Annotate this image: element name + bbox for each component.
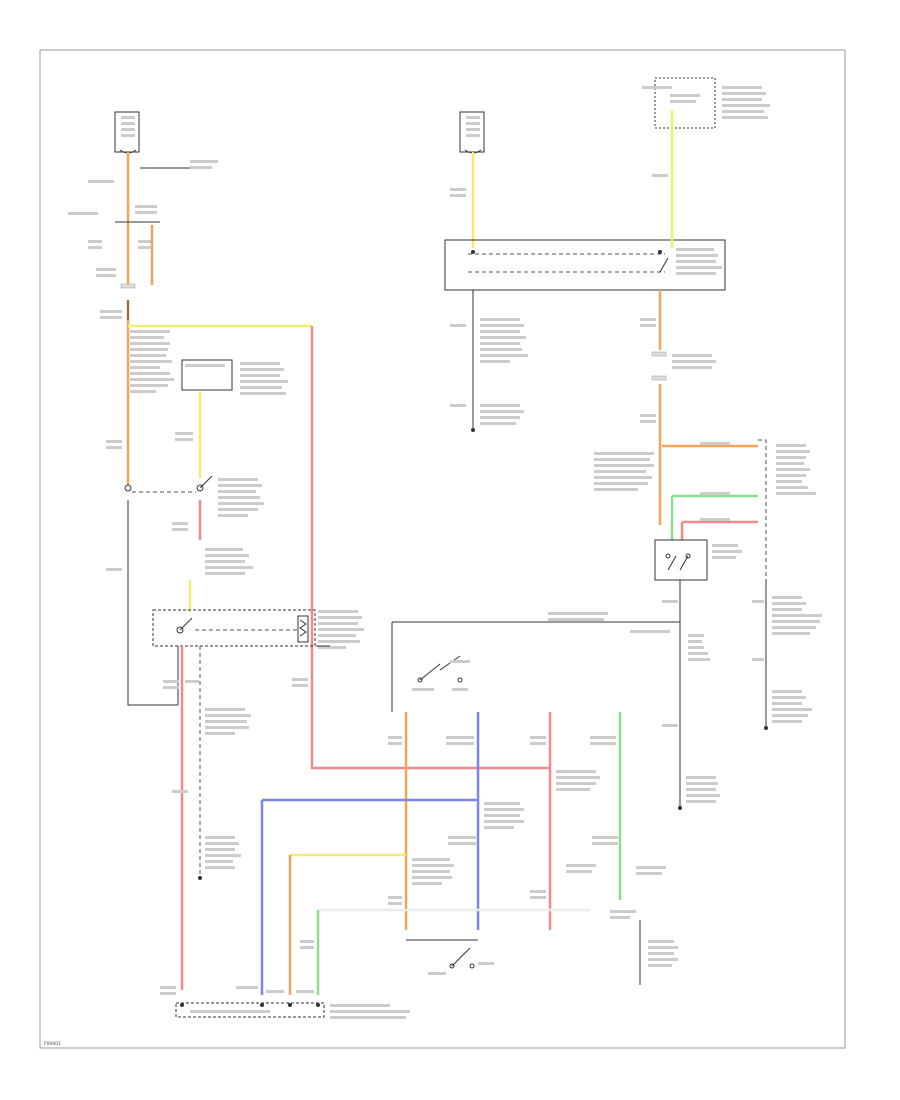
relay-left (152, 609, 364, 649)
wire-orange-branch (126, 215, 154, 285)
switch-box-right (654, 539, 742, 581)
wire-blue-horizontal (260, 798, 478, 995)
hot-at-all-times-left (181, 359, 288, 395)
hot-at-all-times-right (642, 77, 770, 129)
connector-box-middle (444, 239, 726, 291)
switch-bottom (406, 939, 494, 975)
wire-pink-left-vertical (310, 326, 550, 770)
switch-left (124, 475, 264, 517)
footer-code: F00001 (44, 1041, 61, 1047)
fuse-middle (459, 111, 485, 154)
switch-middle (412, 655, 470, 691)
diagram-border (39, 49, 846, 1049)
sensor-bracket (758, 439, 767, 580)
connector-bottom (160, 940, 410, 1019)
fuse-left (114, 111, 140, 154)
